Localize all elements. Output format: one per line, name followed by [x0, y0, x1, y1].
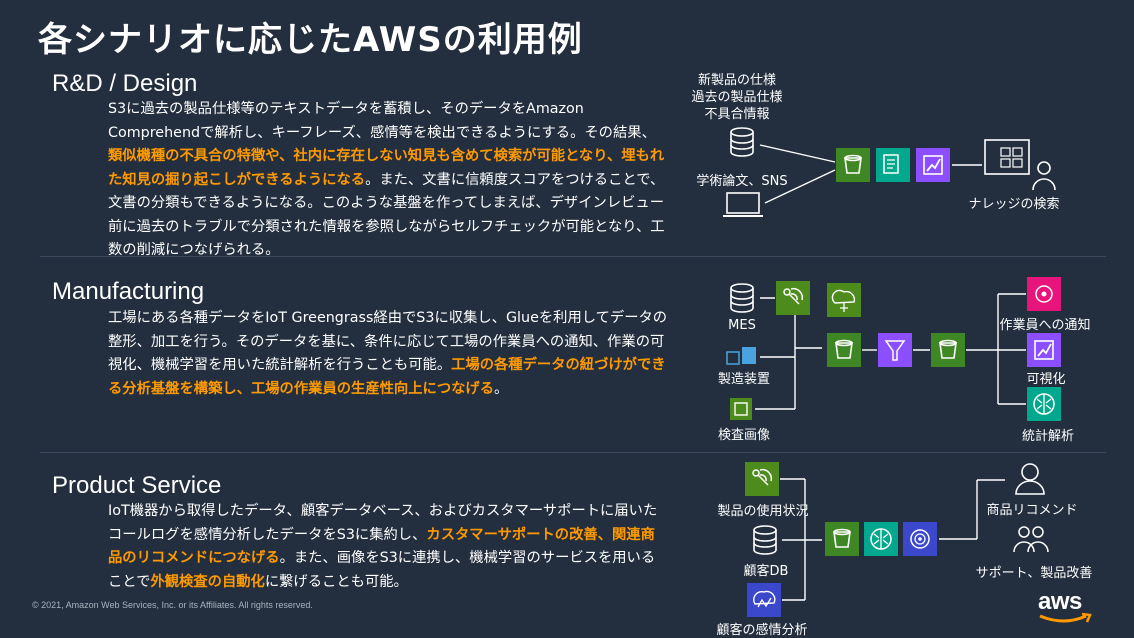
- s3-raw-bucket-icon: [827, 333, 861, 367]
- svc-highlight-1: カスタマーサポートの改善、関連商品のリコメンドにつなげる: [108, 526, 655, 567]
- svc-usage-label: 製品の使用状況: [717, 504, 809, 519]
- section-divider: [40, 452, 1106, 453]
- rnd-output-label: ナレッジの検索: [968, 197, 1060, 212]
- glue-icon: [878, 333, 912, 367]
- page-title: 各シナリオに応じたAWSの利用例: [38, 20, 583, 60]
- svc-support-label: サポート、製品改善: [975, 566, 1093, 581]
- svc-emotion-label: 顧客の感情分析: [716, 623, 808, 638]
- svc-highlight-2: 外観検査の自動化: [150, 573, 265, 590]
- section-body-svc: IoT機器から取得したデータ、顧客データベース、およびカスタマーサポートに届いた…: [108, 500, 668, 594]
- s3-aggregate-bucket-icon: [825, 522, 859, 556]
- svc-diagram: [745, 462, 1049, 617]
- sentiment-analysis-icon: [747, 583, 781, 617]
- svc-text-1: IoT機器から取得したデータ、顧客データベース、およびカスタマーサポートに届いた…: [108, 503, 658, 543]
- svc-recommend-label: 商品リコメンド: [986, 503, 1078, 518]
- aws-logo: aws: [1038, 588, 1082, 615]
- svc-text-3: に繋げることも可能。: [264, 573, 408, 590]
- users-group-icon: [1013, 526, 1049, 553]
- factory-equipment-icon: [726, 347, 756, 365]
- section-heading-mfg: Manufacturing: [52, 278, 205, 305]
- user-icon: [1015, 463, 1045, 495]
- svc-text-2: 。また、画像をS3に連携し、機械学習のサービスを用いることで: [108, 550, 656, 590]
- comprehend-icon: [876, 148, 910, 182]
- aws-smile-icon: [1039, 612, 1092, 623]
- mfg-stats-label: 統計解析: [1021, 429, 1075, 444]
- section-divider: [40, 256, 1106, 257]
- mfg-equipment-label: 製造装置: [717, 372, 771, 387]
- database-icon: [730, 127, 754, 157]
- customer-db-icon: [753, 525, 777, 555]
- mfg-text-2: 。: [494, 380, 509, 397]
- mes-database-icon: [730, 283, 754, 313]
- mfg-diagram: [726, 277, 1061, 421]
- mfg-highlight-1: 工場の各種データの紐づけができる分析基盤を構築し、工場の作業員の生産性向上につな…: [108, 357, 666, 397]
- section-heading-svc: Product Service: [52, 472, 222, 499]
- rnd-text-1: S3に過去の製品仕様等のテキストデータを蓄積し、そのデータをAmazon Com…: [108, 101, 656, 141]
- rnd-text-2: 。また、文書に信頼度スコアをつけることで、文書の分類もできるようになる。このよう…: [108, 171, 665, 259]
- rnd-academic-label: 学術論文、SNS: [696, 174, 788, 189]
- section-heading-rnd: R&D / Design: [52, 70, 198, 97]
- mfg-inspection-label: 検査画像: [717, 428, 771, 443]
- section-body-mfg: 工場にある各種データをIoT Greengrass経由でS3に収集し、Glueを…: [108, 307, 668, 401]
- inspection-image-icon: [730, 398, 752, 420]
- laptop-icon: [723, 192, 763, 217]
- copyright-notice: © 2021, Amazon Web Services, Inc. or its…: [32, 600, 313, 610]
- rnd-source-label: 新製品の仕様 過去の製品仕様 不具合情報: [691, 73, 783, 122]
- mfg-visual-label: 可視化: [1026, 372, 1066, 387]
- svc-db-label: 顧客DB: [743, 564, 789, 579]
- s3-bucket-icon: [836, 148, 870, 182]
- s3-processed-bucket-icon: [931, 333, 965, 367]
- mfg-mes-label: MES: [728, 318, 756, 333]
- rnd-diagram: [723, 127, 1056, 217]
- mfg-notify-label: 作業員への通知: [999, 318, 1091, 333]
- section-body-rnd: S3に過去の製品仕様等のテキストデータを蓄積し、そのデータをAmazon Com…: [108, 98, 668, 263]
- rnd-highlight-1: 類似機種の不具合の特徴や、社内に存在しない知見も含めて検索が可能となり、埋もれた…: [108, 148, 665, 188]
- knowledge-search-icon: [984, 139, 1056, 191]
- mfg-text-1: 工場にある各種データをIoT Greengrass経由でS3に収集し、Glueを…: [108, 310, 668, 373]
